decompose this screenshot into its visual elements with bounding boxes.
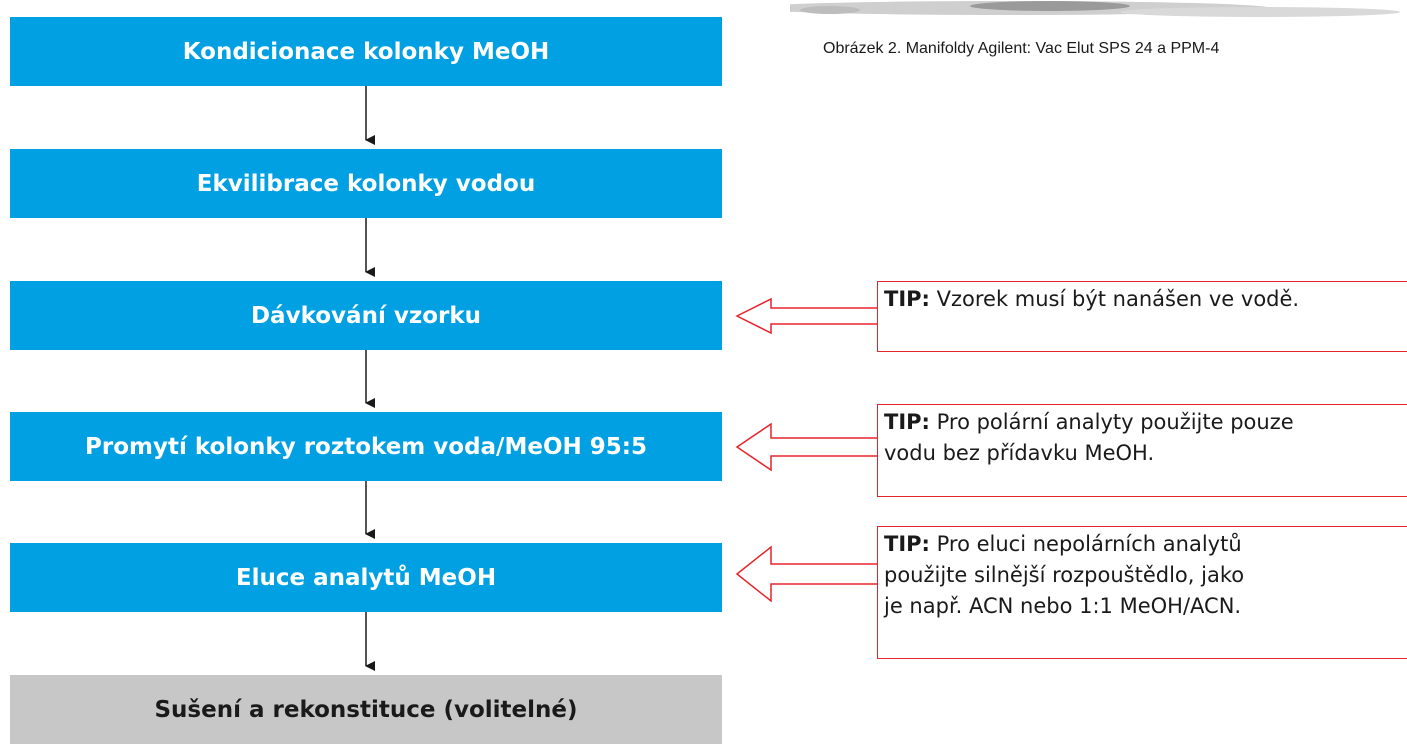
step-equilibration: Ekvilibrace kolonky vodou — [10, 149, 722, 218]
tip-box-nonpolar: TIP: Pro eluci nepolárních analytů použi… — [877, 526, 1407, 659]
hollow-left-arrow — [735, 297, 879, 335]
cropped-photo-fragment — [790, 0, 1407, 20]
tip-line: vodu bez přídavku MeOH. — [884, 441, 1155, 465]
tip-line: použijte silnější rozpouštědlo, jako — [884, 563, 1245, 587]
figure-caption: Obrázek 2. Manifoldy Agilent: Vac Elut S… — [823, 40, 1220, 57]
step-conditioning: Kondicionace kolonky MeOH — [10, 17, 722, 86]
tip-line: je např. ACN nebo 1:1 MeOH/ACN. — [884, 591, 1407, 622]
tip-text: je např. ACN nebo 1:1 MeOH/ACN. — [884, 594, 1242, 618]
step-label: Dávkování vzorku — [250, 302, 482, 329]
step-label: Eluce analytů MeOH — [235, 564, 497, 591]
tip-line: TIP: Vzorek musí být nanášen ve vodě. — [884, 284, 1407, 315]
tip-text: Pro polární analyty použijte pouze — [929, 410, 1294, 434]
tip-label: TIP: — [884, 287, 930, 311]
step-elution: Eluce analytů MeOH — [10, 543, 722, 612]
step-washing: Promytí kolonky roztokem voda/MeOH 95:5 — [10, 412, 722, 481]
tip-box-sample: TIP: Vzorek musí být nanášen ve vodě. — [877, 281, 1407, 352]
step-label: Sušení a rekonstituce (volitelné) — [154, 696, 578, 723]
step-sample-loading: Dávkování vzorku — [10, 281, 722, 350]
step-label: Promytí kolonky roztokem voda/MeOH 95:5 — [85, 433, 647, 460]
tip-box-polar: TIP: Pro polární analyty použijte pouze … — [877, 404, 1407, 497]
tip-arrows — [735, 297, 879, 603]
step-label: Kondicionace kolonky MeOH — [182, 38, 550, 65]
tip-line: TIP: Pro polární analyty použijte pouze — [884, 407, 1407, 438]
tip-text: Pro eluci nepolárních analytů — [929, 532, 1242, 556]
tip-label: TIP: — [884, 410, 930, 434]
hollow-left-arrow — [735, 545, 879, 603]
tip-text: Vzorek musí být nanášen ve vodě. — [929, 287, 1300, 311]
tip-label: TIP: — [884, 532, 930, 556]
tip-line: TIP: Pro eluci nepolárních analytů — [884, 529, 1407, 560]
hollow-left-arrow — [735, 422, 879, 472]
step-drying-reconstitution: Sušení a rekonstituce (volitelné) — [10, 675, 722, 744]
step-label: Ekvilibrace kolonky vodou — [196, 170, 536, 197]
